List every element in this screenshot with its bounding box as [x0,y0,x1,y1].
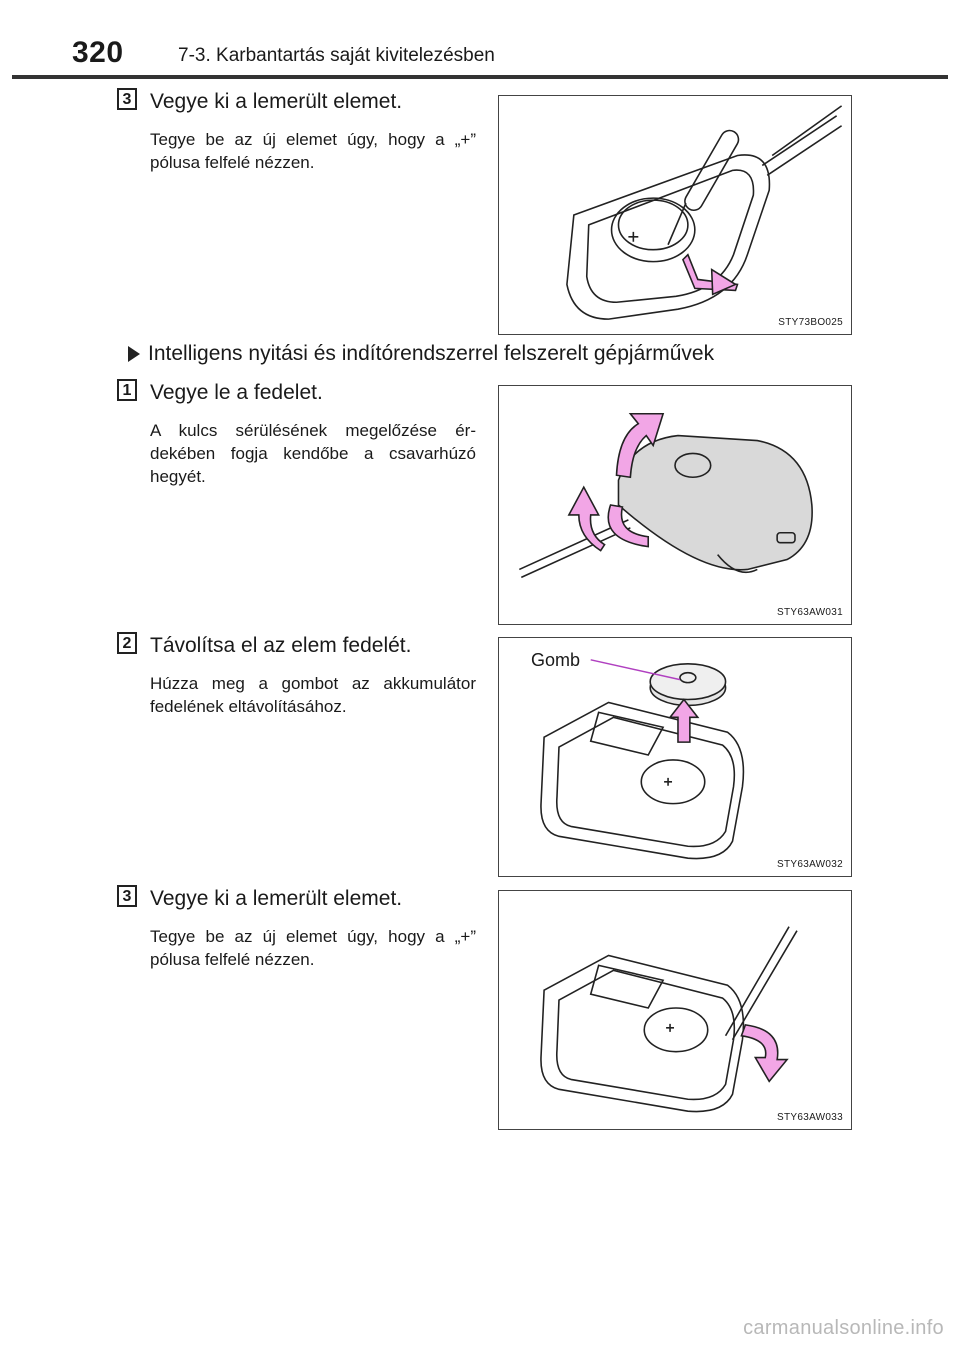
figure-button: Gomb STY63AW032 [498,637,852,877]
figure-code: STY73BO025 [778,317,843,328]
key-battery-illustration [566,105,843,320]
step-title: Távolítsa el az elem fedelét. [150,634,412,657]
step-badge: 1 [117,379,137,401]
figure-remove-cover: STY63AW031 [498,385,852,625]
subheading-text: Intelligens nyitási és indítórendszerrel… [148,342,715,365]
step-badge: 3 [117,88,137,110]
step-badge: 2 [117,632,137,654]
step-description: Tegye be az új elemet úgy, hogy a „+” pó… [150,130,476,172]
watermark: carmanualsonline.info [743,1317,944,1339]
triangle-bullet-icon [128,346,140,362]
key-cover-illustration [518,412,813,579]
step-title: Vegye ki a lemerült elemet. [150,887,403,910]
battery-removal-illustration [540,926,798,1113]
step-description: Húzza meg a gombot az akkumu­látor fedel… [150,674,476,716]
step-description: Tegye be az új elemet úgy, hogy a „+” pó… [150,927,476,969]
subheading: Intelligens nyitási és indítórendszerrel… [128,342,714,366]
step-title: Vegye le a fedelet. [150,381,323,404]
figure-code: STY63AW033 [777,1112,843,1123]
battery-cover-illustration [540,659,745,860]
step-title: Vegye ki a lemerült elemet. [150,90,403,113]
figure-remove-battery: STY73BO025 [498,95,852,335]
section-title: 7-3. Karbantartás saját kivitelezésben [178,45,495,66]
step-badge: 3 [117,885,137,907]
button-label: Gomb [531,650,581,670]
figure-code: STY63AW031 [777,607,843,618]
step-description: A kulcs sérülésének megelőzése ér­dekébe… [150,421,476,486]
page-number: 320 [72,36,124,69]
header-rule [12,75,948,79]
figure-remove-battery-2: STY63AW033 [498,890,852,1130]
figure-code: STY63AW032 [777,859,843,870]
